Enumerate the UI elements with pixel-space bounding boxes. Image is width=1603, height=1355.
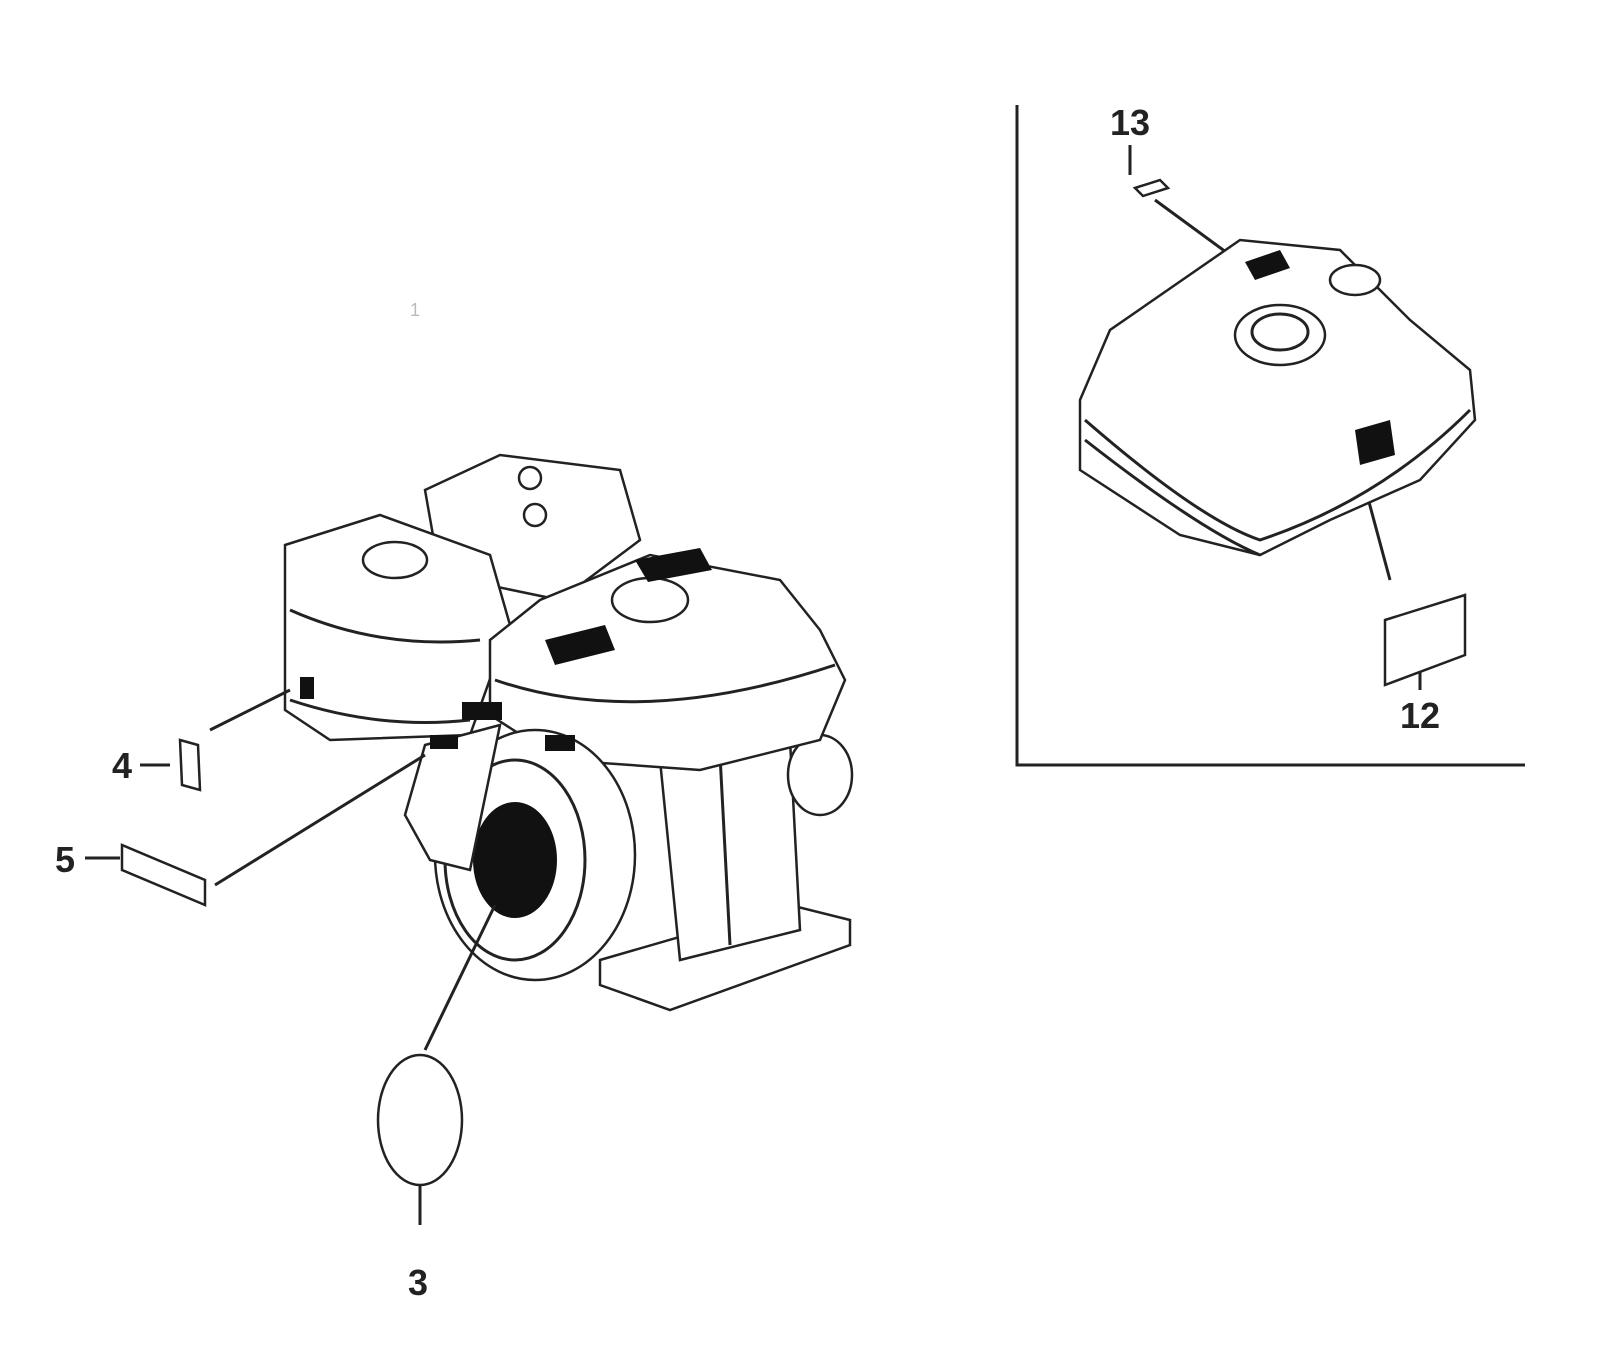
part-3-ring xyxy=(376,1053,464,1187)
leader-lines xyxy=(85,145,1422,1225)
decal-part-4 xyxy=(178,738,202,792)
callout-4: 4 xyxy=(112,745,132,786)
inset-frame xyxy=(1015,105,1525,767)
callout-13: 13 xyxy=(1110,102,1150,143)
callout-1: 1 xyxy=(410,300,420,320)
decal-part-13 xyxy=(1132,178,1171,198)
callout-5: 5 xyxy=(55,839,75,880)
engine-drawing xyxy=(283,453,854,1012)
decal-part-5 xyxy=(120,843,207,907)
callout-12: 12 xyxy=(1400,695,1440,736)
callout-3: 3 xyxy=(408,1262,428,1303)
inset-fuel-tank-drawing xyxy=(1078,238,1477,557)
decal-part-12 xyxy=(1383,593,1467,687)
